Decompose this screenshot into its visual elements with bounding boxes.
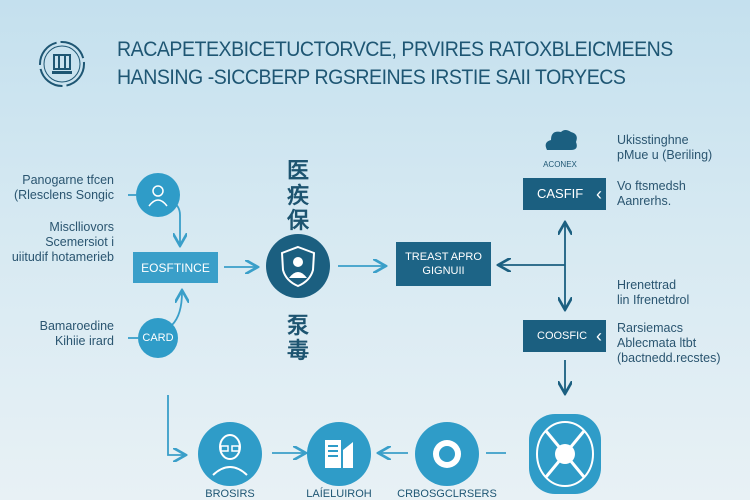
coosfic-box[interactable]: COOSFIC ‹ [523, 320, 606, 352]
right-label-text: Ukisstinghne [617, 133, 689, 147]
shield-icon [280, 245, 316, 288]
chevron-left-icon: ‹ [596, 326, 602, 346]
cjk-char: 保 [286, 208, 309, 233]
right-label-group-3: Hrenettrad lin Ifrenetdrol [617, 278, 689, 308]
title-line-1: RACAPETEXBICETUCTORVCE, PRVIRES RATOXBLE… [117, 38, 673, 61]
treast-line: TREAST APRO [405, 251, 482, 263]
casfif-label: CASFIF [537, 186, 584, 201]
casfif-box[interactable]: CASFIF ‹ [523, 178, 606, 210]
treast-line: GIGNUII [422, 265, 465, 277]
left-label-text: Panogarne tfcen [22, 173, 114, 187]
right-label-group-2: Vo ftsmedsh Aanrerhs. [617, 179, 686, 209]
left-label-text: Misclliovors [49, 220, 114, 234]
gear-icon [433, 440, 461, 468]
hospital-node[interactable] [307, 422, 371, 486]
cjk-bottom-label: 泵 毒 [283, 313, 313, 363]
right-label-group-4: Rarsiemacs Ablecmata ltbt (bactnedd.recs… [617, 321, 721, 366]
right-label-text: Vo ftsmedsh [617, 179, 686, 193]
right-label-text: lin Ifrenetdrol [617, 293, 690, 307]
left-label-group-3: Bamaroedine Kihiie irard [40, 319, 114, 349]
cloud-label: ACONEX [543, 160, 577, 169]
treast-box[interactable]: TREAST APRO GIGNUII [396, 242, 491, 286]
fan-icon [536, 421, 594, 487]
right-label-text: Hrenettrad [617, 278, 677, 292]
left-label-text: (Rlesclens Songic [13, 188, 114, 202]
logo-emblem-icon [39, 41, 85, 87]
cjk-char: 毒 [286, 338, 309, 363]
document-building-icon [325, 440, 353, 468]
card-node[interactable]: CARD [138, 318, 178, 358]
left-label-group-1: Panogarne tfcen (Rlesclens Songic [14, 173, 114, 203]
right-label-group-1: Ukisstinghne pMue u (Beriling) [617, 133, 712, 163]
left-label-text: Bamaroedine [39, 319, 114, 333]
cjk-top-label: 医 疾 保 [283, 158, 313, 233]
doctor-node[interactable] [198, 422, 262, 486]
chevron-left-icon: ‹ [596, 184, 602, 204]
title-line-2: HANSING -SICCBERP RGSREINES IRSTIE SAII … [117, 66, 626, 89]
patient-icon-node[interactable] [136, 173, 180, 217]
right-label-text: pMue u (Beriling) [617, 148, 713, 162]
bottom-label-1: BROSIRS [205, 488, 255, 500]
left-label-group-2: Misclliovors Scemersiot i uiitudif hotam… [12, 220, 114, 265]
cjk-char: 泵 [286, 313, 309, 338]
service-node[interactable] [415, 422, 479, 486]
right-label-text: Ablecmata ltbt [617, 336, 697, 350]
cloud-icon [543, 128, 579, 157]
bottom-label-2: LAÍELUIROH [306, 488, 372, 500]
cjk-char: 疾 [286, 183, 309, 208]
bottom-label-3: CRBOSGCLRSERS [397, 488, 497, 500]
coosfic-label: COOSFIC [537, 330, 588, 342]
eosftince-box[interactable]: EOSFTINCE [133, 252, 218, 283]
left-label-text: Kihiie irard [54, 334, 114, 348]
right-label-text: Rarsiemacs [617, 321, 683, 335]
cjk-char: 医 [286, 158, 309, 183]
right-label-text: (bactnedd.recstes) [617, 351, 721, 365]
insurance-shield-node[interactable] [266, 234, 330, 298]
left-label-text: uiitudif hotamerieb [11, 250, 114, 264]
doctor-icon [212, 434, 248, 476]
left-label-text: Scemersiot i [45, 235, 114, 249]
logo [38, 40, 86, 88]
right-label-text: Aanrerhs. [617, 194, 672, 208]
fan-node[interactable] [529, 414, 601, 494]
person-icon [148, 185, 168, 207]
